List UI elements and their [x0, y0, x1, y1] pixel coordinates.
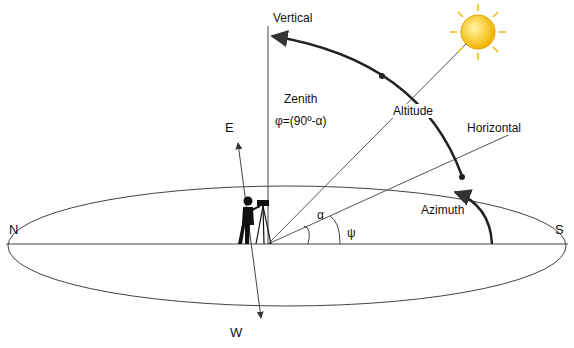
horizontal-line — [268, 132, 515, 244]
direction-label: W — [229, 326, 243, 340]
arc-label: Azimuth — [420, 203, 465, 217]
arc-dot — [459, 174, 465, 180]
sun-symbol — [450, 4, 506, 60]
angle-formula: φ=(90º-α) — [274, 114, 327, 128]
observer-figure — [238, 197, 271, 245]
azimuth-arc — [455, 192, 492, 244]
east-west-line — [238, 143, 261, 318]
direction-label: N — [8, 223, 19, 237]
altitude-angle-arc — [304, 226, 309, 244]
axis-label: Horizontal — [466, 121, 522, 135]
angle-symbol: α — [316, 208, 325, 222]
angle-name: Zenith — [283, 92, 318, 106]
vertical-line — [268, 26, 269, 244]
arc-label: Altitude — [392, 104, 434, 118]
arc-dot — [379, 73, 385, 79]
angle-symbol: ψ — [346, 226, 357, 240]
altitude-arc — [272, 36, 462, 176]
azimuth-angle-arc — [330, 216, 340, 244]
north-south-line — [6, 244, 568, 245]
horizon-ellipse — [8, 186, 566, 306]
direction-label: S — [554, 223, 565, 237]
sun-ray-line — [268, 42, 468, 244]
direction-label: E — [224, 121, 235, 135]
axis-label: Vertical — [272, 11, 313, 25]
